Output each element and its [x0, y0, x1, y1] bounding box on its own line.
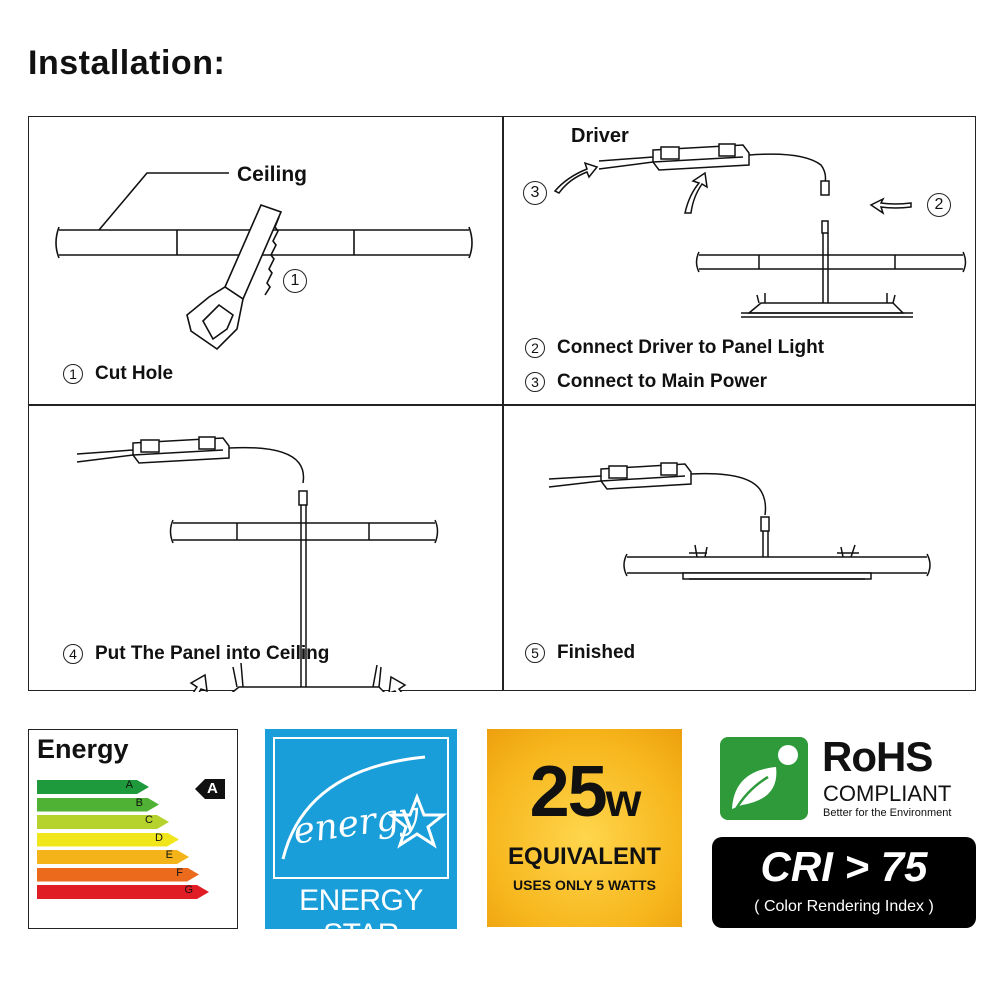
step-number: 1 — [63, 364, 83, 384]
grid-divider-horizontal — [29, 404, 975, 406]
energy-star-logo-frame: energy — [273, 737, 449, 879]
saw-ceiling-illustration — [55, 172, 473, 351]
wattage-equivalent-badge: 25w EQUIVALENT USES ONLY 5 WATTS — [487, 729, 682, 927]
rohs-tagline: Better for the Environment — [823, 807, 952, 819]
energy-class-letter: C — [145, 814, 153, 826]
panel-finished: 5 Finished — [503, 405, 976, 692]
step-number: 2 — [525, 338, 545, 358]
rating-arrow-icon — [195, 779, 225, 799]
step-text: Finished — [557, 642, 636, 663]
ceiling-label: Ceiling — [237, 163, 308, 186]
step-number: 4 — [63, 644, 83, 664]
step-5: 5 Finished — [525, 642, 635, 664]
panel-put-into-ceiling: 4 Put The Panel into Ceiling — [29, 405, 502, 692]
equivalent-watts: 25w — [487, 751, 682, 833]
page-title: Installation: — [28, 44, 226, 82]
energy-class-letter: F — [176, 866, 183, 879]
energy-class-letter: G — [184, 884, 193, 896]
energy-star-name: ENERGY STAR — [299, 884, 423, 951]
cri-subtitle: ( Color Rendering Index ) — [754, 898, 934, 915]
put-panel-illustration — [76, 436, 439, 692]
rohs-leaf-icon — [720, 737, 808, 820]
rohs-compliant: COMPLIANT — [823, 781, 952, 806]
driver-label: Driver — [571, 125, 629, 147]
step-4: 4 Put The Panel into Ceiling — [63, 643, 329, 665]
grid-divider-vertical — [502, 117, 504, 690]
connect-driver-illustration — [553, 143, 967, 318]
panel-cut-hole: Ceiling 1 1 Cut Hole — [29, 117, 502, 404]
energy-class-letter: E — [165, 849, 173, 861]
energy-class-bar: D — [37, 831, 179, 847]
callout-3: 3 — [523, 181, 547, 205]
step-text: Cut Hole — [95, 363, 174, 384]
step-number: 5 — [525, 643, 545, 663]
step-1: 1 Cut Hole — [63, 363, 173, 385]
callout-2: 2 — [927, 193, 951, 217]
energy-class-letter: D — [155, 831, 163, 844]
cri-title: CRI > 75 — [760, 843, 928, 890]
panel-connect: Driver 3 2 2 Connect Driver to Panel Lig… — [503, 117, 976, 404]
energy-class-letter: A — [125, 779, 133, 791]
rohs-badge: RoHS COMPLIANT Better for the Environmen… — [720, 733, 975, 822]
watts-value: 25 — [529, 752, 608, 832]
step-text: Connect Driver to Panel Light — [557, 337, 825, 358]
callout-1: 1 — [283, 269, 307, 293]
energy-label-heading: Energy — [37, 734, 129, 764]
watts-unit: w — [605, 774, 642, 826]
step-text: Put The Panel into Ceiling — [95, 643, 330, 664]
step-number: 3 — [525, 372, 545, 392]
energy-star-icon — [281, 755, 447, 860]
energy-rating-indicator: A — [195, 779, 225, 799]
equivalent-label: EQUIVALENT — [508, 843, 661, 870]
energy-rating: A — [207, 780, 218, 797]
step-text: Connect to Main Power — [557, 371, 768, 392]
energy-class-bar: G — [37, 885, 209, 899]
energy-class-bar: B — [37, 796, 159, 812]
rohs-title: RoHS — [822, 733, 933, 780]
cri-badge: CRI > 75 ( Color Rendering Index ) — [712, 837, 976, 928]
energy-class-bar: F — [37, 866, 199, 882]
energy-star-badge: energy ENERGY STAR — [265, 729, 457, 951]
step-3: 3 Connect to Main Power — [525, 371, 767, 393]
installation-grid: Ceiling 1 1 Cut Hole — [28, 116, 976, 692]
uses-watts-label: USES ONLY 5 WATTS — [513, 877, 656, 893]
energy-class-bar: A — [37, 780, 149, 794]
energy-class-letter: B — [135, 796, 143, 809]
step-2: 2 Connect Driver to Panel Light — [525, 337, 824, 359]
energy-class-bar: C — [37, 815, 169, 829]
energy-class-bar: E — [37, 850, 189, 864]
finished-illustration — [548, 462, 931, 580]
